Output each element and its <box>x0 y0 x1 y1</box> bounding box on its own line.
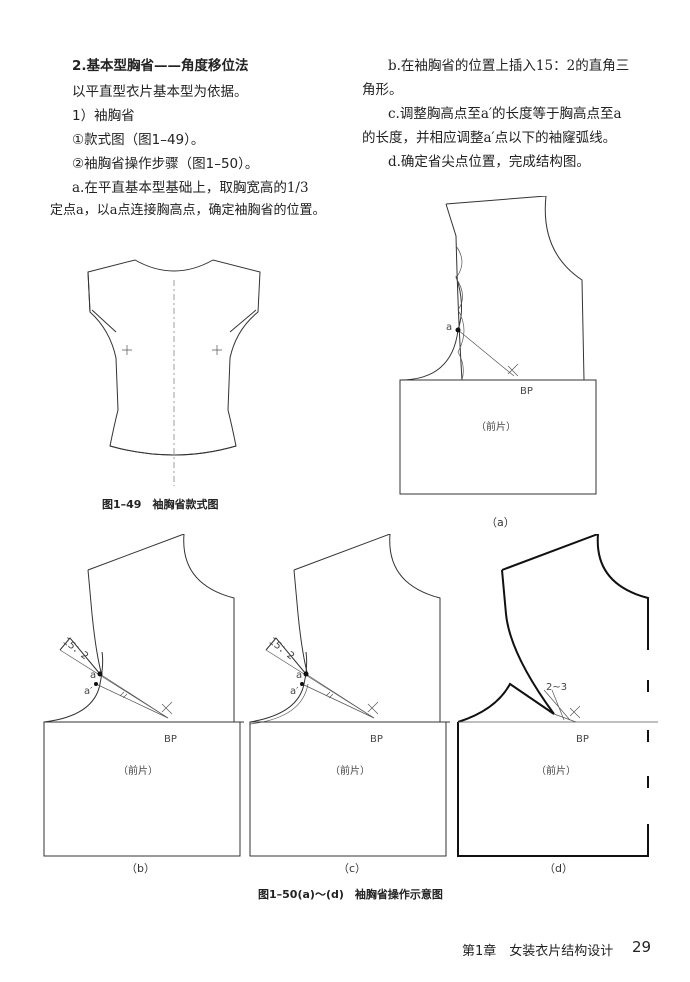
front-label: （前片） <box>118 766 158 777</box>
front-label: （前片） <box>330 766 370 777</box>
subfig-label: （c） <box>338 862 367 875</box>
section-heading: 2.基本型胸省——角度移位法 <box>72 58 249 74</box>
dart-size-label: 2~3 <box>546 682 568 693</box>
text-line: c.调整胸高点至a′的长度等于胸高点至a <box>388 106 622 122</box>
figure-1-50b-drafting <box>43 534 244 857</box>
point-a-label: a <box>90 670 97 681</box>
bp-label: BP <box>520 386 533 397</box>
text-line: 以平直型衣片基本型为依据。 <box>72 84 248 100</box>
bp-label: BP <box>370 734 383 745</box>
bp-label: BP <box>164 734 177 745</box>
point-a-label: a <box>296 670 303 681</box>
point-a-label: a <box>446 322 453 333</box>
figure-1-49-caption: 图1–49 袖胸省款式图 <box>102 498 219 511</box>
text-line: d.确定省尖点位置，完成结构图。 <box>388 154 590 170</box>
text-line: b.在袖胸省的位置上插入15：2的直角三 <box>388 58 630 74</box>
front-label: （前片） <box>536 766 576 777</box>
figure-1-49-sketch <box>87 259 261 486</box>
text-line: ①款式图（图1–49）。 <box>72 132 205 148</box>
point-a-prime-label: a′ <box>84 686 93 697</box>
subfig-label: （b） <box>126 862 155 875</box>
text-line: 定点a，以a点连接胸高点，确定袖胸省的位置。 <box>50 203 326 218</box>
bp-label: BP <box>576 734 589 745</box>
figure-1-50c-drafting <box>249 534 450 857</box>
subfig-label: （d） <box>544 862 573 875</box>
chapter-footer: 第1章 女装衣片结构设计 <box>462 944 614 959</box>
text-line: a.在平直基本型基础上，取胸宽高的1/3 <box>72 180 309 196</box>
page-number: 29 <box>632 938 652 956</box>
figure-1-50d-pattern <box>457 534 658 857</box>
text-line: 角形。 <box>362 82 403 98</box>
figure-1-50a-drafting <box>399 196 597 495</box>
subfig-label: （a） <box>486 516 515 529</box>
front-label: （前片） <box>476 422 516 433</box>
text-line: 1）袖胸省 <box>72 108 135 124</box>
point-a-prime-label: a′ <box>290 686 299 697</box>
text-line: 的长度，并相应调整a′点以下的袖窿弧线。 <box>362 130 617 146</box>
figure-1-50-caption: 图1–50(a)～(d) 袖胸省操作示意图 <box>258 888 443 901</box>
text-line: ②袖胸省操作步骤（图1–50）。 <box>72 156 259 172</box>
